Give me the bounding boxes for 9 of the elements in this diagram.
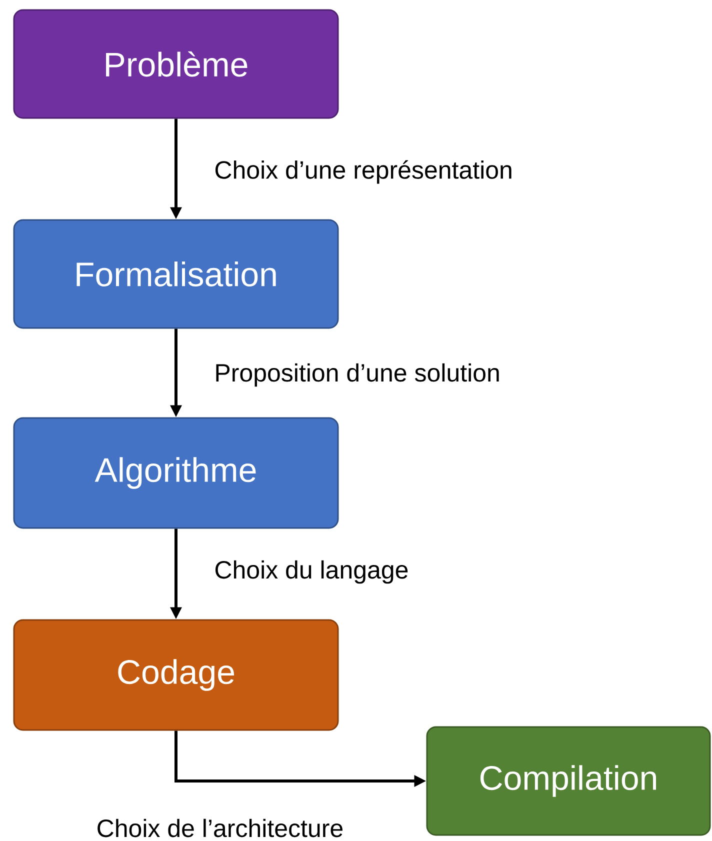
edge-label: Choix de l’architecture <box>95 818 345 838</box>
edge-label: Proposition d’une solution <box>213 362 502 388</box>
process-box: Compilation <box>426 726 711 836</box>
process-box: Algorithme <box>13 417 339 529</box>
edge-label: Choix d’une représentation <box>213 159 514 185</box>
edge-label: Choix du langage <box>213 559 410 585</box>
process-box: Codage <box>13 619 339 731</box>
process-box: Problème <box>13 9 339 119</box>
process-box: Formalisation <box>13 219 339 329</box>
